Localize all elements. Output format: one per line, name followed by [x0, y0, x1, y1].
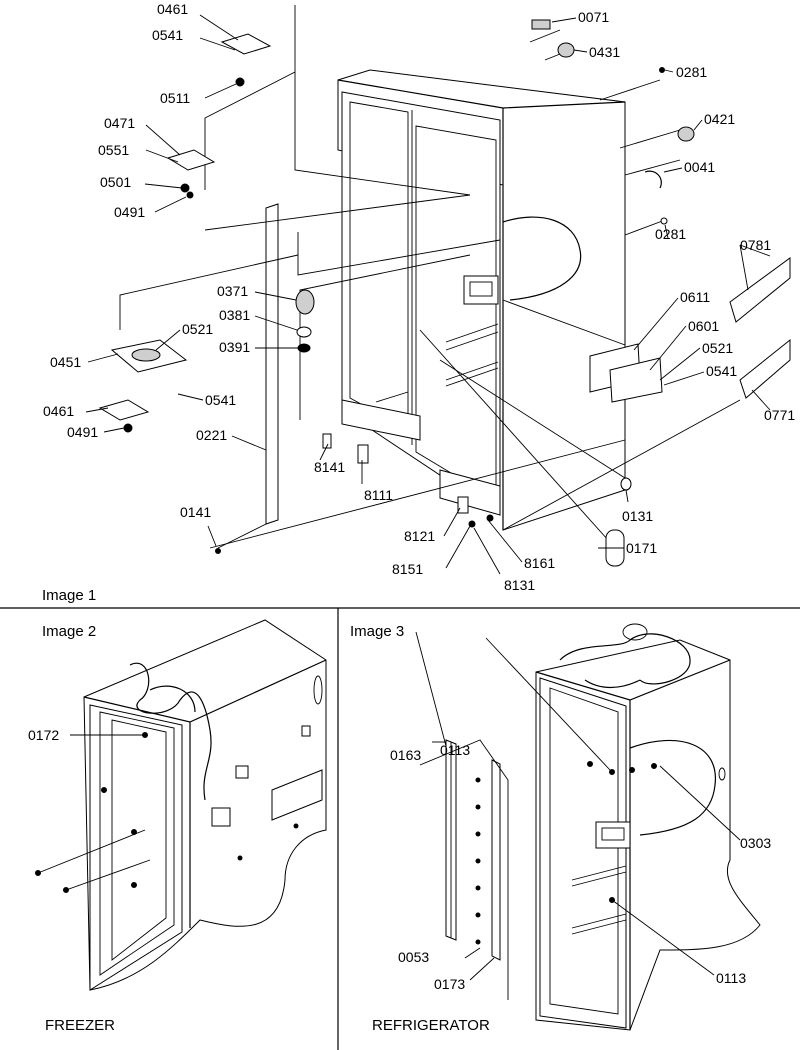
part-label-0371: 0371	[217, 283, 248, 299]
part-label-0471: 0471	[104, 115, 135, 131]
part-label-8121: 8121	[404, 528, 435, 544]
part-label-0521-left: 0521	[182, 321, 213, 337]
part-label-0461-bottom: 0461	[43, 403, 74, 419]
part-label-8131: 8131	[504, 577, 535, 593]
part-label-0391: 0391	[219, 339, 250, 355]
part-label-8151: 8151	[392, 561, 423, 577]
image1-leader-lines	[85, 14, 771, 575]
part-label-0451: 0451	[50, 354, 81, 370]
image3-refrigerator-drawing: Image 3	[350, 623, 761, 1031]
part-label-0771: 0771	[764, 407, 795, 423]
part-label-0303: 0303	[740, 835, 771, 851]
part-label-0173: 0173	[434, 976, 465, 992]
part-label-0281-mid: 0281	[655, 226, 686, 242]
part-label-0172: 0172	[28, 727, 59, 743]
part-label-0141: 0141	[180, 504, 211, 520]
part-label-0131: 0131	[622, 508, 653, 524]
caption-image2: Image 2	[42, 623, 96, 640]
caption-image1: Image 1	[42, 587, 96, 604]
panel-dividers	[0, 607, 800, 1050]
part-label-0221: 0221	[196, 427, 227, 443]
part-label-0381: 0381	[219, 307, 250, 323]
part-label-0163: 0163	[390, 747, 421, 763]
part-label-8161: 8161	[524, 555, 555, 571]
caption-image3: Image 3	[350, 623, 404, 640]
part-label-0461-top: 0461	[157, 1, 188, 17]
image1-cabinet-drawing	[98, 5, 791, 567]
part-label-0541-right: 0541	[706, 363, 737, 379]
image1-part-labels: 0461 0541 0511 0471 0551 0501 0491 0071 …	[43, 1, 795, 593]
caption-freezer: FREEZER	[45, 1017, 115, 1034]
part-label-0551: 0551	[98, 142, 129, 158]
part-label-0113-bottom: 0113	[716, 970, 746, 986]
part-label-0431: 0431	[589, 44, 620, 60]
caption-refrigerator: REFRIGERATOR	[372, 1017, 490, 1034]
part-label-8111: 8111	[364, 487, 393, 503]
part-label-0781: 0781	[740, 237, 771, 253]
part-label-0491-bottom: 0491	[67, 424, 98, 440]
part-label-0421: 0421	[704, 111, 735, 127]
part-label-0281-top: 0281	[676, 64, 707, 80]
part-label-0541-left: 0541	[205, 392, 236, 408]
image2-freezer-drawing: Image 2	[35, 619, 327, 991]
part-label-0601: 0601	[688, 318, 719, 334]
part-label-0611: 0611	[680, 289, 710, 305]
part-label-0053: 0053	[398, 949, 429, 965]
part-label-0521-right: 0521	[702, 340, 733, 356]
part-label-0491-top: 0491	[114, 204, 145, 220]
part-label-0071: 0071	[578, 9, 609, 25]
part-label-0501: 0501	[100, 174, 131, 190]
part-label-0511: 0511	[160, 90, 190, 106]
part-label-0113-top: 0113	[440, 742, 470, 758]
part-label-8141: 8141	[314, 459, 345, 475]
part-label-0171: 0171	[626, 540, 657, 556]
part-label-0541-top: 0541	[152, 27, 183, 43]
part-label-0041: 0041	[684, 159, 715, 175]
